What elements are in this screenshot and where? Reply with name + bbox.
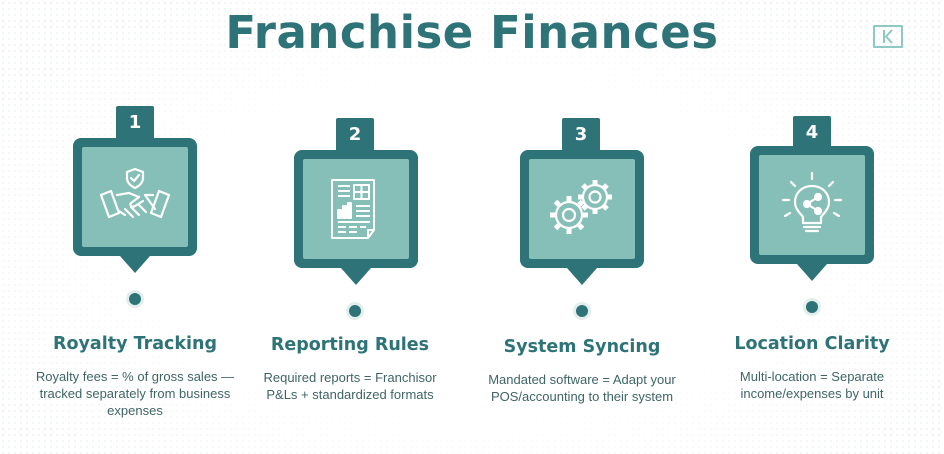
gears-icon (550, 180, 612, 234)
icon-panel (82, 147, 188, 247)
brand-logo-icon (873, 25, 903, 48)
step-number-badge: 3 (562, 118, 600, 152)
step-card-4: 4 Location Clarity Multi- (712, 0, 912, 454)
report-document-icon (331, 179, 375, 239)
pointer-arrow (567, 268, 597, 285)
icon-frame (520, 150, 644, 268)
lightbulb-icon (781, 171, 843, 233)
step-heading: Location Clarity (734, 334, 890, 354)
step-number-badge: 4 (793, 116, 831, 150)
step-number-badge: 1 (116, 106, 154, 140)
icon-panel (529, 159, 635, 259)
page-title: Franchise Finances (225, 6, 719, 59)
timeline-dot (806, 301, 818, 313)
step-heading: System Syncing (503, 337, 661, 357)
step-description: Required reports = Franchisor P&Ls + sta… (263, 370, 437, 402)
step-card-1: 1 Royalty Tracking Royalty fees = % of g… (35, 0, 235, 454)
step-description: Royalty fees = % of gross sales — tracke… (35, 369, 235, 418)
timeline-dot (349, 305, 361, 317)
pointer-arrow (341, 268, 371, 285)
pointer-arrow (797, 264, 827, 281)
step-description: Mandated software = Adapt your POS/accou… (488, 372, 676, 404)
step-heading: Reporting Rules (270, 335, 430, 355)
icon-frame (294, 150, 418, 268)
pointer-arrow (120, 256, 150, 273)
step-card-2: 2 (250, 0, 450, 454)
icon-panel (759, 155, 865, 255)
icon-panel (303, 159, 409, 259)
timeline-dot (129, 293, 141, 305)
step-number-badge: 2 (336, 118, 374, 152)
step-card-3: 3 (482, 0, 682, 454)
icon-frame (750, 146, 874, 264)
icon-frame (73, 138, 197, 256)
timeline-dot (576, 305, 588, 317)
step-heading: Royalty Tracking (52, 334, 218, 354)
handshake-shield-icon (99, 167, 171, 219)
step-description: Multi-location = Separate income/expense… (739, 369, 885, 401)
